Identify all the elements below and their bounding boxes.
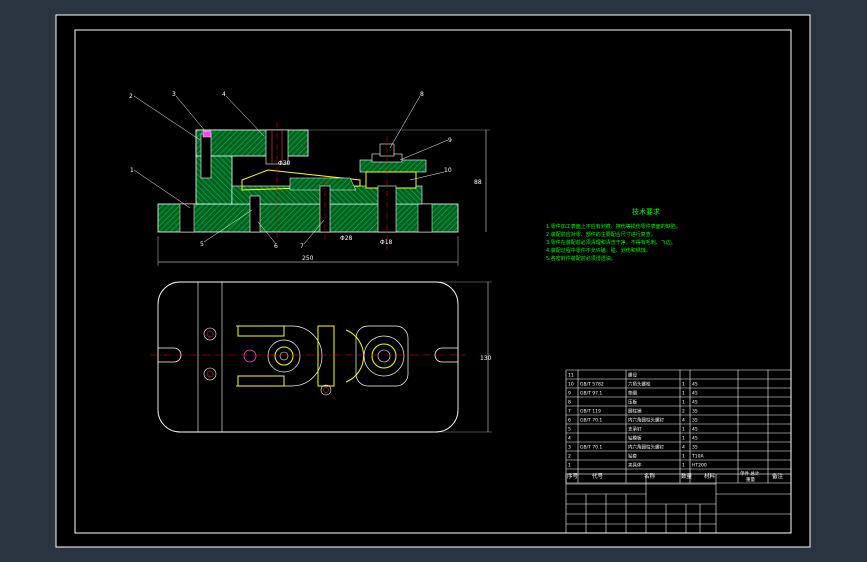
dim-overall-length: 250 bbox=[302, 255, 314, 262]
bom-header-material: 材料 bbox=[704, 472, 716, 480]
bom-cell-qty: 4 bbox=[682, 445, 685, 451]
bom-cell-material: 45 bbox=[692, 382, 698, 388]
bom-cell-no: 8 bbox=[568, 400, 571, 406]
bom-cell-no: 1 bbox=[568, 463, 571, 469]
bom-cell-code: GB/T 70.1 bbox=[580, 445, 602, 451]
bom-cell-name: 内六角圆柱头螺钉 bbox=[628, 444, 664, 451]
bom-cell-qty: 1 bbox=[682, 391, 685, 397]
balloon-9: 9 bbox=[448, 137, 452, 144]
bom-cell-material: 35 bbox=[692, 418, 698, 424]
bom-cell-name: 钻套 bbox=[628, 453, 637, 460]
bom-cell-qty: 1 bbox=[682, 436, 685, 442]
bom-cell-no: 11 bbox=[568, 373, 574, 379]
dim-d3: Φ18 bbox=[380, 239, 393, 246]
bom-header-weight: 重量 bbox=[746, 476, 755, 483]
bom-cell-code: GB/T 119 bbox=[580, 409, 601, 415]
balloon-8: 8 bbox=[420, 91, 424, 98]
bom-cell-material: HT200 bbox=[692, 463, 707, 469]
sheet-border bbox=[55, 14, 811, 548]
bom-cell-code: GB/T 97.1 bbox=[580, 391, 602, 397]
bom-cell-name: 螺母 bbox=[628, 372, 637, 379]
balloon-1: 1 bbox=[130, 167, 134, 174]
dim-plan-width: 130 bbox=[480, 355, 492, 362]
bom-cell-code: GB/T 5782 bbox=[580, 382, 604, 388]
bom-cell-no: 2 bbox=[568, 454, 571, 460]
drawing-frame bbox=[74, 29, 792, 534]
bom-cell-name: 钻模板 bbox=[628, 435, 642, 442]
bom-cell-no: 9 bbox=[568, 391, 571, 397]
bom-header-name: 名称 bbox=[644, 472, 656, 480]
bom-cell-no: 10 bbox=[568, 382, 574, 388]
bom-cell-qty: 1 bbox=[682, 400, 685, 406]
technical-requirements: 技术要求 1.零件加工表面上不应有划痕、擦伤等损伤零件表面的缺陷。 2.装配前应… bbox=[546, 207, 681, 262]
tech-req-title: 技术要求 bbox=[632, 207, 660, 216]
bom-cell-no: 7 bbox=[568, 409, 571, 415]
base-plan-outline bbox=[157, 281, 459, 433]
bom-cell-no: 4 bbox=[568, 436, 571, 442]
bom-header-no: 序号 bbox=[567, 472, 579, 480]
dim-d1: Φ30 bbox=[278, 160, 291, 167]
bom-cell-no: 5 bbox=[568, 427, 571, 433]
bom-cell-name: 内六角圆柱头螺钉 bbox=[628, 417, 664, 424]
tech-req-line-1: 1.零件加工表面上不应有划痕、擦伤等损伤零件表面的缺陷。 bbox=[546, 223, 681, 230]
bom-header-note: 备注 bbox=[772, 472, 784, 480]
bom-cell-material: 35 bbox=[692, 409, 698, 415]
front-view: 250 88 Φ30 Φ28 Φ18 2 3 4 8 9 1 10 5 6 7 bbox=[129, 91, 490, 266]
dim-overall-height: 88 bbox=[474, 179, 482, 186]
tech-req-line-3: 3.零件在装配前必须清理和清洗干净，不得有毛刺、飞边。 bbox=[546, 239, 676, 246]
title-block bbox=[565, 473, 792, 534]
bom-cell-no: 3 bbox=[568, 445, 571, 451]
tech-req-line-2: 2.装配前应对零、部件的主要配合尺寸进行复查。 bbox=[546, 231, 656, 238]
bom-cell-qty: 4 bbox=[682, 418, 685, 424]
bom-cell-name: 夹具体 bbox=[628, 462, 642, 469]
bom-cell-name: 垫圈 bbox=[628, 390, 637, 397]
bom-cell-qty: 1 bbox=[682, 427, 685, 433]
bom-cell-qty: 1 bbox=[682, 463, 685, 469]
bom-cell-material: 45 bbox=[692, 400, 698, 406]
bom-cell-code: GB/T 70.1 bbox=[580, 418, 602, 424]
balloon-6: 6 bbox=[274, 243, 278, 250]
bom-cell-material: 35 bbox=[692, 445, 698, 451]
tech-req-line-5: 5.各密封件装配前必须浸透油。 bbox=[546, 255, 616, 262]
bom-cell-qty: 2 bbox=[682, 409, 685, 415]
bom-cell-material: 45 bbox=[692, 391, 698, 397]
balloon-4: 4 bbox=[222, 91, 226, 98]
base-plate bbox=[157, 203, 459, 233]
balloon-10: 10 bbox=[444, 167, 452, 174]
balloon-7: 7 bbox=[300, 243, 304, 250]
bom-header-qty: 数量 bbox=[681, 472, 693, 480]
drill-plate bbox=[195, 129, 309, 157]
balloon-3: 3 bbox=[172, 91, 176, 98]
bom-header-weight-split: 单件 总计 bbox=[740, 470, 760, 477]
bom-cell-material: 45 bbox=[692, 427, 698, 433]
bom-cell-name: 压板 bbox=[628, 399, 637, 406]
bom-cell-material: T10A bbox=[691, 454, 704, 460]
balloon-5: 5 bbox=[200, 241, 204, 248]
bom-header-code: 代号 bbox=[592, 472, 604, 480]
bom-cell-name: 六角头螺栓 bbox=[628, 381, 651, 388]
bom-cell-no: 6 bbox=[568, 418, 571, 424]
plan-view: 130 bbox=[150, 281, 492, 433]
bom-cell-name: 支承钉 bbox=[628, 426, 642, 433]
balloon-2: 2 bbox=[129, 93, 133, 100]
dim-d2: Φ28 bbox=[340, 235, 353, 242]
bom-cell-name: 圆柱销 bbox=[628, 408, 642, 415]
bom-cell-qty: 1 bbox=[682, 382, 685, 388]
bom-cell-material: 45 bbox=[692, 436, 698, 442]
tech-req-line-4: 4.装配过程中零件不允许磕、碰、划伤和锈蚀。 bbox=[546, 247, 651, 254]
bom-cell-qty: 1 bbox=[682, 454, 685, 460]
